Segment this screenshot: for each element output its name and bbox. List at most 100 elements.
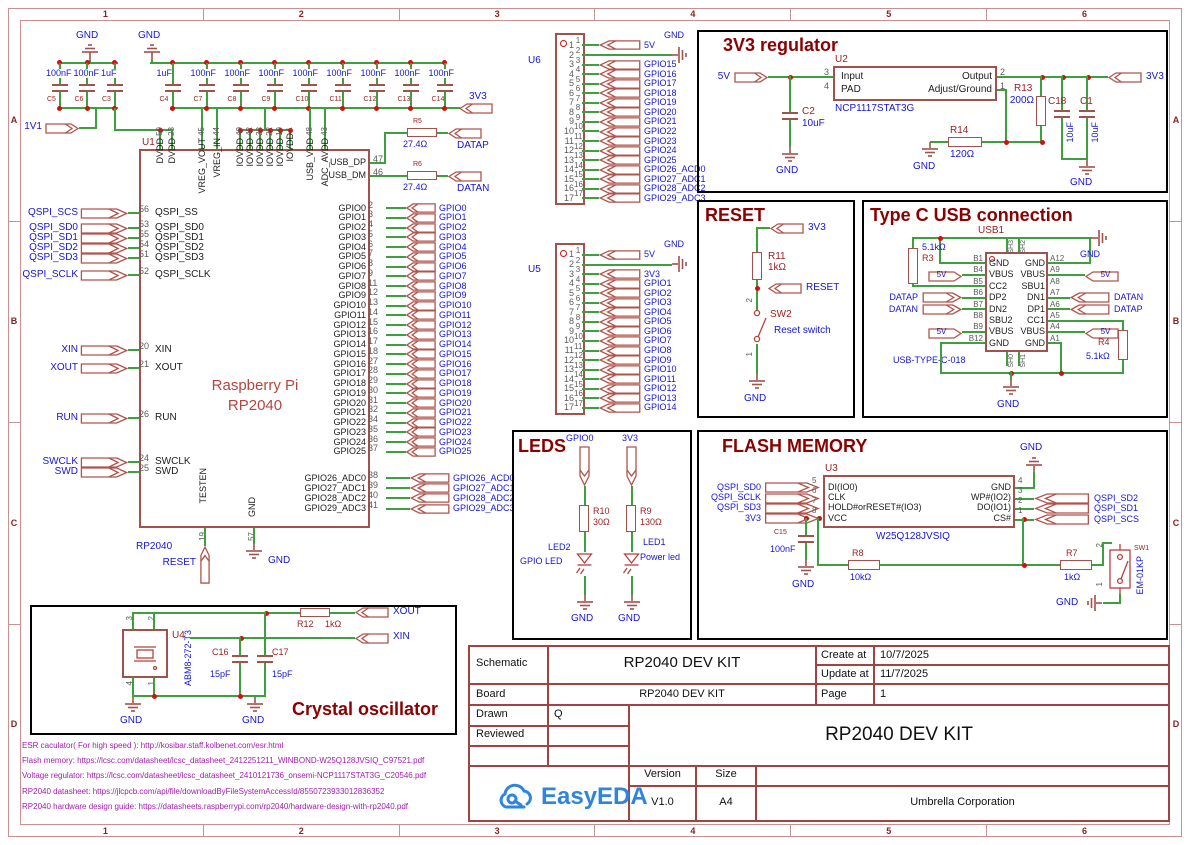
net-port-icon — [764, 493, 820, 504]
resistor — [407, 128, 437, 137]
cap-plate — [1054, 110, 1070, 112]
wire — [1015, 508, 1034, 510]
net-label: QSPI_SCS — [27, 207, 78, 218]
net-port-icon — [80, 223, 128, 234]
resistor-value: 120Ω — [950, 149, 975, 160]
net-port-icon — [410, 493, 450, 503]
pin-number: 13 — [563, 364, 574, 375]
cap-plate — [198, 84, 215, 86]
usb-pin-row: B7 DN2 — [963, 300, 1048, 315]
junction-dot — [157, 128, 163, 133]
cap-designator: C14 — [431, 96, 445, 103]
pin-number: B12 — [968, 333, 983, 343]
connector-pin-row: 4 4 GPIO1 — [556, 275, 677, 289]
junction-dot — [1085, 74, 1091, 80]
pin-name: DO(IO1) — [976, 502, 1011, 512]
connector-pin-row: 6 6 GPIO3 — [556, 294, 677, 308]
switch-icon — [1109, 544, 1131, 594]
pin-name: CC1 — [1026, 314, 1045, 325]
gpio-row: GPIO13 16 GPIO13 — [300, 327, 472, 340]
net-port-icon — [200, 546, 210, 584]
net-port-icon — [80, 457, 128, 468]
reference-link[interactable]: RP2040 hardware design guide: https://da… — [22, 801, 409, 811]
junction-dot — [170, 59, 175, 65]
pin-number: 22 — [265, 127, 274, 136]
net-port-icon — [406, 262, 436, 272]
net-port-icon — [355, 607, 389, 618]
pin-name: GPIO5 — [338, 251, 366, 262]
net-label: 3V3 — [744, 513, 761, 523]
cap-bank-group2: 1uF C4 100nF C7 100nF C8 100nF C9 100nF … — [156, 59, 462, 113]
wire — [997, 76, 1108, 78]
net-label: 5V — [644, 39, 656, 50]
wire — [582, 253, 599, 256]
resistor-designator: R9 — [640, 506, 652, 516]
pin-number: 20 — [139, 340, 150, 351]
pin-number: A8 — [1050, 276, 1060, 286]
frame-col-label: 6 — [1082, 9, 1088, 19]
wire — [386, 507, 410, 510]
pin-number: 2 — [575, 255, 581, 265]
cap-plate — [164, 84, 181, 86]
net-label: GPIO2 — [644, 287, 672, 298]
net-port-icon — [599, 184, 641, 194]
connector-pin-row: 9 9 GPIO6 — [556, 323, 677, 337]
pin-number: 4 — [568, 278, 574, 289]
resistor-value: 1kΩ — [325, 619, 342, 629]
ic-designator: U2 — [835, 54, 848, 65]
pin-name: GPIO7 — [338, 270, 366, 281]
cap-designator: C18 — [1048, 96, 1067, 107]
regulator-section-box — [697, 30, 1168, 193]
frame-col-label: 4 — [595, 825, 792, 837]
pin-name: DVDD — [154, 137, 165, 164]
board-title: RP2040 DEV KIT — [639, 688, 725, 700]
cap-designator: C17 — [272, 647, 289, 657]
net-port-icon — [599, 250, 641, 260]
power-port: 5V — [1085, 327, 1119, 338]
wire — [1048, 331, 1085, 333]
net-label: GPIO24 — [439, 436, 472, 447]
reference-link[interactable]: RP2040 datasheet: https://jlcpcb.com/api… — [22, 786, 385, 796]
wire — [128, 417, 139, 419]
titleblock-line — [1168, 645, 1170, 822]
net-port-icon — [406, 232, 436, 242]
inner-frame — [20, 20, 1170, 825]
cap-plate — [798, 535, 814, 537]
pin-name: VBUS — [1020, 326, 1045, 337]
junction-dot — [84, 59, 90, 65]
net-label: GPIO11 — [644, 373, 676, 384]
wire — [386, 236, 406, 239]
wire — [582, 282, 599, 285]
pin-name: GPIO15 — [333, 348, 366, 359]
pin-number: 10 — [563, 125, 574, 136]
reference-link[interactable]: ESR caculator( For high speed ): http://… — [22, 741, 284, 750]
pin-number: 14 — [574, 370, 583, 380]
pin-number: 11 — [574, 132, 583, 142]
gnd-label: GND — [1070, 177, 1093, 188]
cap-value: 100nF — [258, 68, 285, 78]
usb-pin-row: B6 DP2 — [963, 289, 1048, 303]
net-label: GPIO2 — [439, 222, 467, 233]
pin-number: 7 — [568, 97, 574, 108]
frame-row-label: A — [8, 20, 20, 222]
cap-designator: C13 — [397, 96, 411, 103]
usb-left-pins: B1 GND B4 VBUS B5 CC2 B6 DP2 B7 DN2 B8 S… — [963, 255, 1048, 349]
wire — [386, 372, 406, 375]
wire — [409, 92, 412, 108]
wire — [437, 132, 448, 134]
reference-link[interactable]: Voltage regulator: https://lcsc.com/data… — [22, 771, 427, 781]
pin-number: 1 — [1095, 582, 1104, 587]
net-label: GPIO13 — [644, 392, 677, 403]
pin-number: 14 — [563, 164, 574, 175]
connector-pin-row: 9 9 GPIO21 — [556, 113, 706, 127]
resistor-value: 10kΩ — [850, 572, 872, 582]
wire — [582, 339, 599, 342]
net-port-icon — [599, 346, 641, 356]
reference-link[interactable]: Flash memory: https://lcsc.com/datasheet… — [22, 756, 425, 766]
junction-dot — [237, 693, 243, 699]
gpio-row: GPIO14 17 GPIO14 — [300, 337, 472, 350]
wire — [1040, 126, 1042, 143]
pin-name: DP2 — [989, 292, 1007, 303]
net-label: GPIO3 — [439, 231, 467, 242]
wire — [128, 274, 139, 276]
